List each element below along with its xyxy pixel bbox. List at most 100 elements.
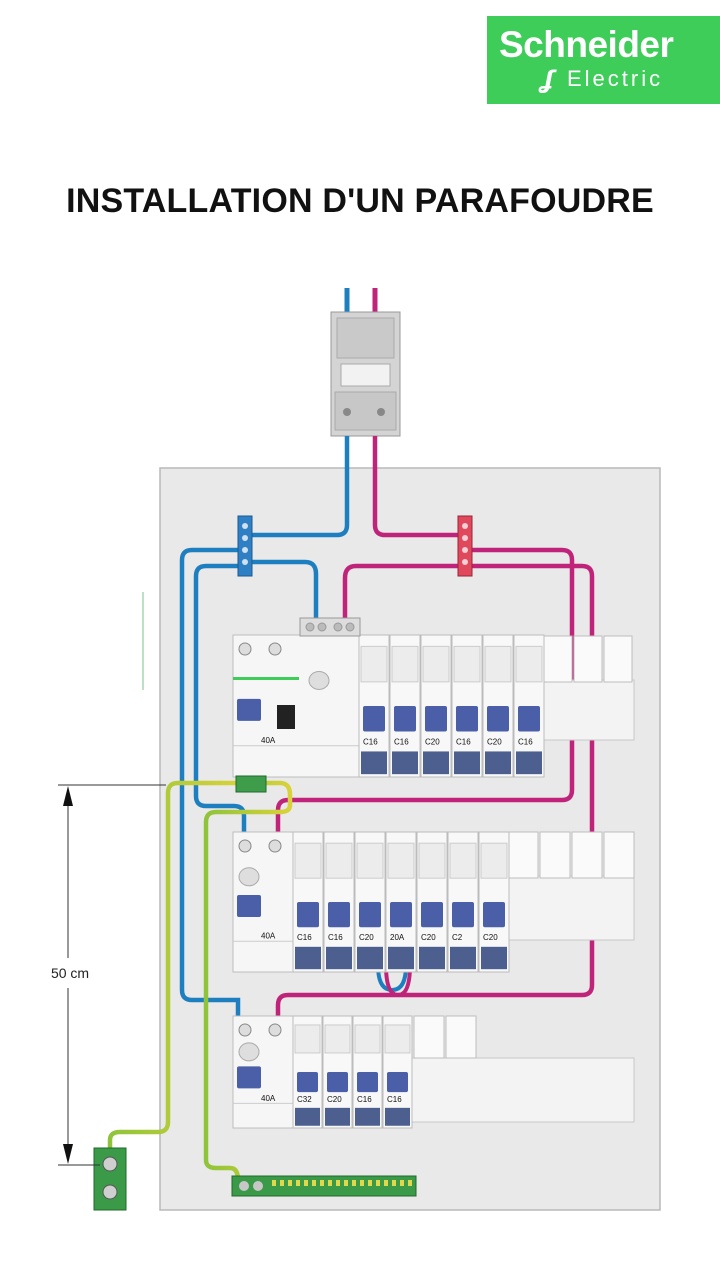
terminal-screw-icon <box>238 839 252 853</box>
earth-bar-screw <box>400 1180 404 1186</box>
breaker-module: C2 <box>447 831 479 973</box>
breaker-terminals <box>485 751 511 775</box>
breaker-rating: 20A <box>390 933 405 942</box>
breaker-top <box>387 842 415 879</box>
breaker-toggle <box>425 706 447 732</box>
breaker-top <box>418 842 446 879</box>
row1-earth-connector <box>235 775 267 793</box>
earth-bar-screw <box>408 1180 412 1186</box>
breaker-terminals <box>419 946 445 970</box>
test-button-icon <box>308 670 330 690</box>
phase-distribution-bar-icon <box>457 515 473 577</box>
neutral-wires <box>179 436 408 1018</box>
dimension-label: 50 cm <box>51 965 89 981</box>
breaker-toggle <box>297 902 319 928</box>
earth-bar-screws <box>272 1180 412 1186</box>
earth-bar-screw <box>320 1180 324 1186</box>
logo-symbol-icon: ʆ <box>541 66 555 94</box>
earth-bar-screw <box>272 1180 276 1186</box>
earth-bar-screw <box>280 1180 284 1186</box>
terminal-screw-icon <box>268 839 282 853</box>
main-device-rating: 40A <box>261 1094 276 1103</box>
breaker-rating: C20 <box>359 933 374 942</box>
din-rails <box>411 679 635 1123</box>
breaker-rating: C16 <box>363 737 378 746</box>
breaker-toggle <box>452 902 474 928</box>
surge-protector-icon <box>277 705 295 729</box>
breaker-rating: C16 <box>387 1095 402 1104</box>
earth-bar-screw <box>304 1180 308 1186</box>
breaker-top <box>294 842 322 879</box>
breaker-rating: C2 <box>452 933 463 942</box>
breaker-module: C16 <box>352 1015 383 1129</box>
breaker-module: C20 <box>322 1015 353 1129</box>
breaker-top <box>515 645 543 683</box>
spare-covers <box>413 635 635 1059</box>
main-device-toggle <box>237 1066 261 1089</box>
breaker-top <box>422 645 450 683</box>
logo-subtitle: Electric <box>567 66 664 91</box>
breaker-module: C20 <box>482 634 514 778</box>
earth-bar-screw <box>288 1180 292 1186</box>
breaker-module: C16 <box>292 831 324 973</box>
breaker-rating: C20 <box>327 1095 342 1104</box>
breaker-top <box>453 645 481 683</box>
terminal-screw-icon <box>268 1023 282 1037</box>
breaker-module: C20 <box>420 634 452 778</box>
breaker-rating: C16 <box>518 737 533 746</box>
breaker-toggle <box>390 902 412 928</box>
breaker-rating: C20 <box>421 933 436 942</box>
breaker-terminals <box>516 751 542 775</box>
breaker-toggle <box>487 706 509 732</box>
logo-wordmark: Schneider <box>499 24 674 65</box>
earth-connection-block-icon <box>93 1147 127 1211</box>
breaker-module: C20 <box>478 831 510 973</box>
breaker-module: C20 <box>354 831 386 973</box>
breaker-terminals <box>423 751 449 775</box>
terminal-screw-icon <box>268 642 282 656</box>
earth-bar-screw <box>336 1180 340 1186</box>
breaker-top <box>356 842 384 879</box>
breaker-toggle <box>387 1072 408 1093</box>
breaker-module: 20A <box>385 831 417 973</box>
breaker-toggle <box>394 706 416 732</box>
earth-bar-screw <box>384 1180 388 1186</box>
breaker-rating: C16 <box>328 933 343 942</box>
breaker-toggle <box>518 706 540 732</box>
breaker-top <box>354 1024 381 1054</box>
breaker-terminals <box>454 751 480 775</box>
main-device-rating: 40A <box>261 736 276 745</box>
breaker-terminals <box>388 946 414 970</box>
test-button-icon <box>238 1042 260 1062</box>
breaker-toggle <box>363 706 385 732</box>
terminal-screw-icon <box>238 1023 252 1037</box>
breaker-toggle <box>297 1072 318 1093</box>
phase-wires <box>275 436 595 1018</box>
breaker-terminals <box>385 1107 410 1126</box>
breaker-module: C16 <box>358 634 390 778</box>
brand-stripe <box>233 677 299 680</box>
breaker-rating: C16 <box>456 737 471 746</box>
schneider-electric-logo: Schneider ʆ Electric <box>487 16 720 104</box>
earth-bar-screw <box>312 1180 316 1186</box>
earth-bar-screw <box>376 1180 380 1186</box>
breaker-module: C20 <box>416 831 448 973</box>
breaker-rating: C20 <box>487 737 502 746</box>
breaker-terminals <box>326 946 352 970</box>
earth-bar-screw <box>344 1180 348 1186</box>
breaker-terminals <box>325 1107 350 1126</box>
earth-bar-screw <box>352 1180 356 1186</box>
breaker-rating: C16 <box>357 1095 372 1104</box>
earth-bar-screw <box>328 1180 332 1186</box>
breaker-top <box>480 842 508 879</box>
breaker-toggle <box>357 1072 378 1093</box>
breaker-rating: C20 <box>425 737 440 746</box>
terminal-screw-icon <box>238 642 252 656</box>
breaker-terminals <box>392 751 418 775</box>
breaker-toggle <box>483 902 505 928</box>
row1-main-terminals <box>299 617 361 637</box>
breaker-terminals <box>355 1107 380 1126</box>
